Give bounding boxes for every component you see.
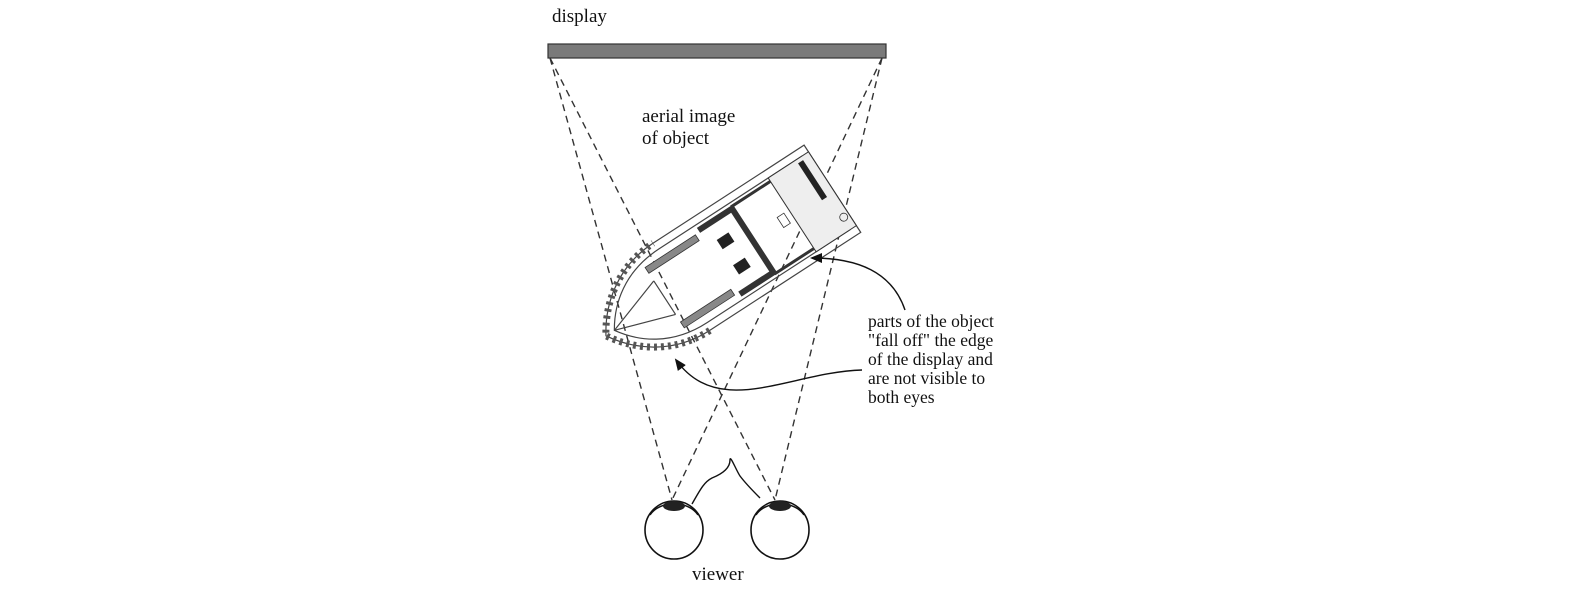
boat-icon <box>602 144 862 351</box>
right-eye-to-display-right <box>774 57 883 501</box>
eye-icon <box>644 500 704 560</box>
annotation-line-3: of the display and <box>868 349 993 369</box>
left-eye-to-display-right <box>671 57 883 501</box>
aerial-image-label-line-2: of object <box>642 128 710 149</box>
sight-lines <box>549 57 883 501</box>
aerial-image-label-line-1: aerial image <box>642 106 735 127</box>
arrow-icon <box>810 253 906 311</box>
arrow-icon <box>674 358 863 391</box>
nose-icon <box>691 458 761 505</box>
annotation-line-1: parts of the object <box>868 311 994 331</box>
annotation-text: parts of the object "fall off" the edge … <box>868 311 998 407</box>
display-bar <box>547 43 887 59</box>
eye-icon <box>750 500 810 560</box>
annotation-line-5: both eyes <box>868 387 935 407</box>
display-label: display <box>552 6 607 27</box>
aerial-image-label: aerial image of object <box>642 106 740 149</box>
left-eye-to-display-left <box>549 57 673 501</box>
viewer-label: viewer <box>692 564 744 585</box>
right-eye-to-display-left <box>549 57 776 501</box>
annotation-line-4: are not visible to <box>868 368 985 388</box>
annotation-line-2: "fall off" the edge <box>868 330 993 350</box>
